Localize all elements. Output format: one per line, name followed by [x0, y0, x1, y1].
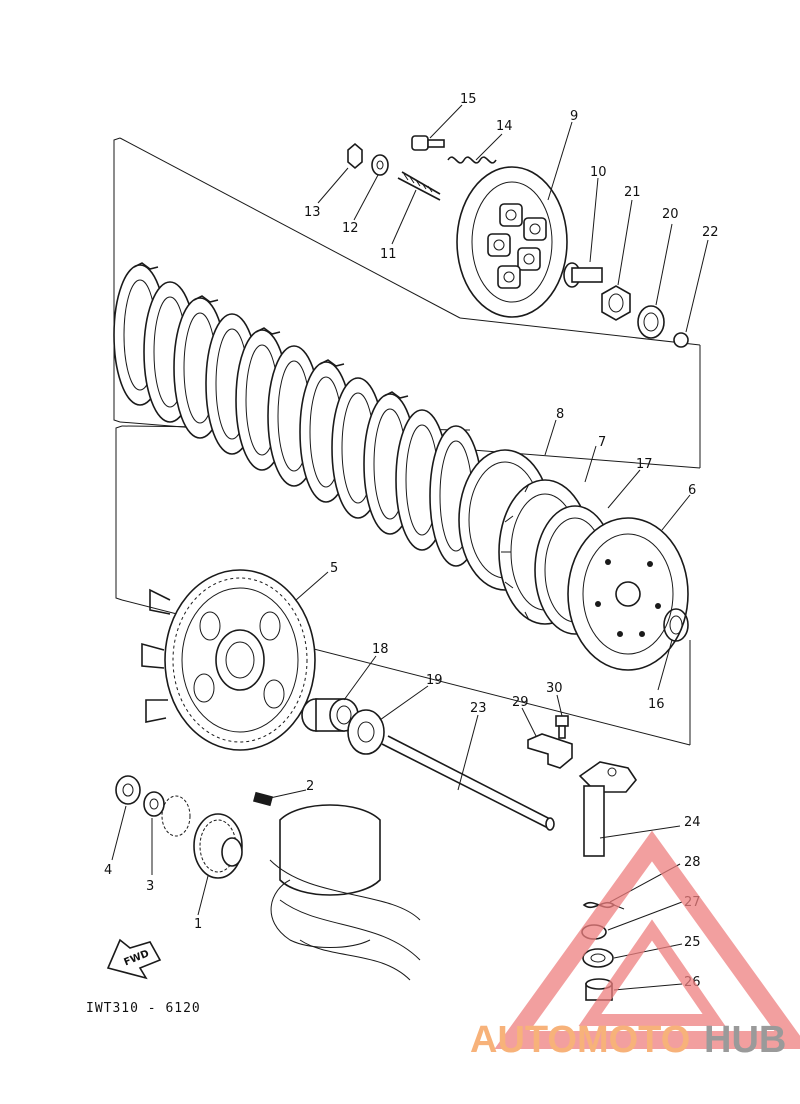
watermark: AUTOMOTO HUB: [470, 830, 800, 1061]
callout-2: 2: [306, 779, 314, 794]
drawing-code: IWT310 - 6120: [86, 1001, 201, 1016]
oil-seal-25: [582, 948, 614, 968]
callout-7: 7: [598, 435, 606, 450]
washer-12: [371, 154, 389, 176]
callout-3: 3: [146, 879, 154, 894]
callout-20: 20: [662, 207, 679, 222]
callout-13: 13: [304, 205, 321, 220]
callout-labels: 1 2 3 4 5 6 7 8 9 10 11 12 13 14 15 16 1…: [104, 92, 719, 990]
plate-29: [527, 733, 573, 769]
callout-24: 24: [684, 815, 701, 830]
bolt-15: [411, 135, 445, 151]
callout-30: 30: [546, 681, 563, 696]
callout-6: 6: [688, 483, 696, 498]
callout-11: 11: [380, 247, 397, 262]
fwd-arrow: FWD: [106, 938, 162, 980]
callout-8: 8: [556, 407, 564, 422]
callout-19: 19: [426, 673, 443, 688]
callout-5: 5: [330, 561, 338, 576]
callout-15: 15: [460, 92, 477, 107]
washer-3: [143, 791, 165, 817]
gear-ghost: [161, 795, 191, 837]
callout-17: 17: [636, 457, 653, 472]
callout-25: 25: [684, 935, 701, 950]
nut-21: [601, 285, 631, 321]
screw-30: [555, 715, 569, 739]
callout-10: 10: [590, 165, 607, 180]
watermark-text-secondary: HUB: [704, 1019, 786, 1061]
watermark-text-primary: AUTOMOTO: [470, 1019, 690, 1061]
pressure-plate: [456, 166, 568, 318]
callout-28: 28: [684, 855, 701, 870]
callout-16: 16: [648, 697, 665, 712]
push-lever-24: [578, 761, 637, 857]
callout-21: 21: [624, 185, 641, 200]
callout-18: 18: [372, 642, 389, 657]
ball-22: [673, 332, 689, 348]
callout-23: 23: [470, 701, 487, 716]
bearing-4: [115, 775, 141, 805]
callout-4: 4: [104, 863, 112, 878]
primary-drive-gear-1: [193, 813, 243, 879]
callout-12: 12: [342, 221, 359, 236]
stud-11: [397, 171, 441, 201]
callout-29: 29: [512, 695, 529, 710]
clutch-boss-6: [567, 517, 689, 671]
clutch-plate-stack: [113, 262, 483, 567]
crankcase-section: [269, 804, 421, 981]
callout-9: 9: [570, 109, 578, 124]
spacer-18: [301, 698, 359, 732]
push-rod-23: [381, 735, 555, 831]
callout-1: 1: [194, 917, 202, 932]
leader-lines: [111, 104, 709, 991]
nut-13: [347, 142, 363, 170]
lock-washer-20: [637, 305, 665, 339]
callout-22: 22: [702, 225, 719, 240]
watermark-logo: [494, 830, 800, 1049]
callout-14: 14: [496, 119, 513, 134]
spring-14: [447, 156, 497, 164]
primary-driven-gear-5: [141, 569, 316, 751]
washer-19: [347, 709, 385, 755]
key-2: [253, 791, 273, 807]
push-rod-10: [563, 262, 603, 288]
washer-16: [663, 608, 689, 642]
